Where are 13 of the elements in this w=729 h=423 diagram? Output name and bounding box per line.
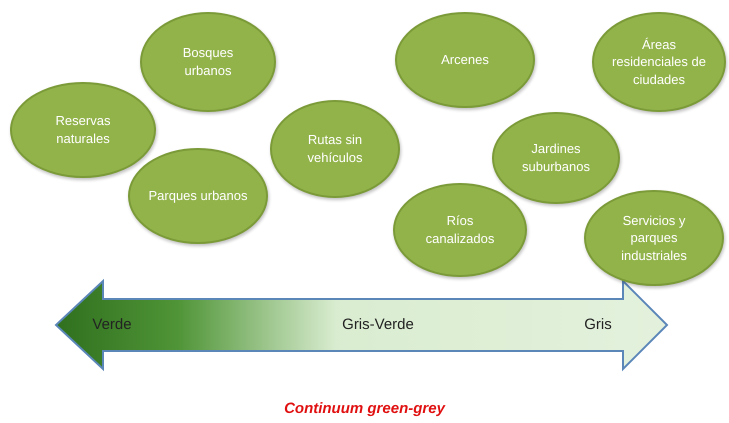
node-label: Servicios y parques industriales: [620, 212, 688, 264]
node-label: Bosques urbanos: [182, 44, 234, 80]
node-label: Jardines suburbanos: [521, 140, 591, 176]
scale-label: Gris: [584, 316, 612, 333]
node-label: Áreas residenciales de ciudades: [611, 36, 707, 88]
caption: Continuum green-grey: [283, 400, 446, 417]
node-label: Reservas naturales: [54, 112, 112, 148]
node-label: Arcenes: [441, 51, 489, 69]
node-label: Rutas sin vehículos: [306, 131, 364, 167]
node-label: Ríos canalizados: [424, 212, 496, 248]
scale-label: Verde: [92, 316, 132, 333]
scale-label: Gris-Verde: [342, 316, 414, 333]
node-label: Parques urbanos: [148, 187, 248, 205]
